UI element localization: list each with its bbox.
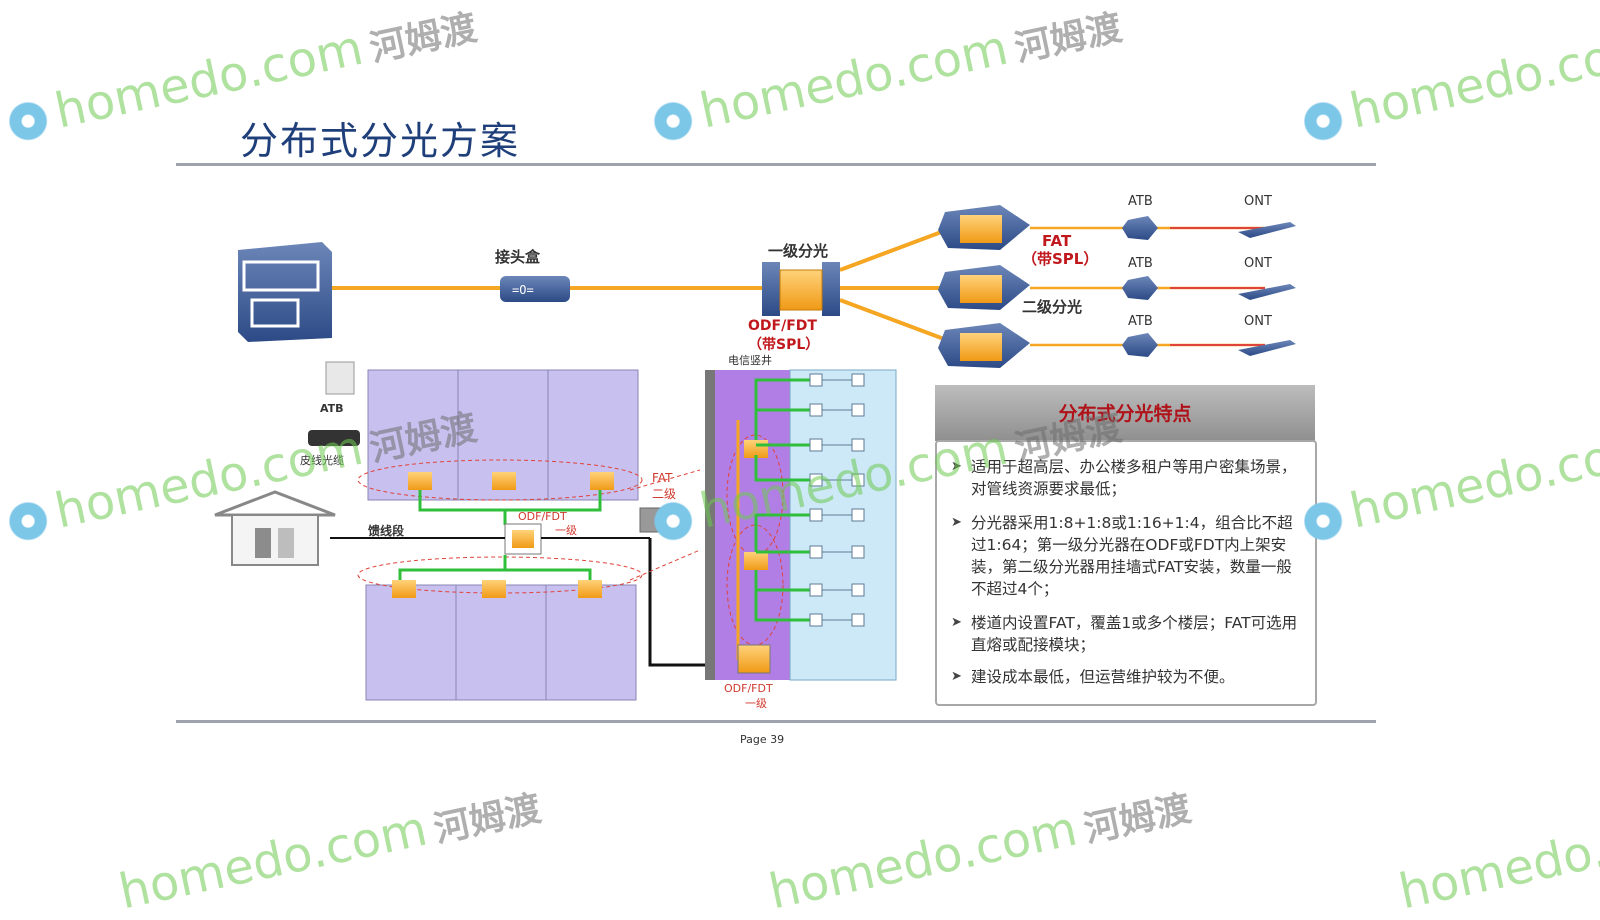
- ont-icon: [1238, 340, 1296, 356]
- odf-fdt-icon: [762, 262, 840, 316]
- atb-label-2: ATB: [1128, 256, 1153, 271]
- splice-box-icon: =O=: [500, 276, 570, 302]
- building-floors-lower: [365, 584, 637, 701]
- fat-icon: [938, 323, 1030, 368]
- flower-logo-icon: [645, 493, 701, 549]
- odf-mid-label-2: 一级: [555, 524, 577, 537]
- network-diagram: =O=: [214, 205, 1296, 701]
- fat-level2-label-1: FAT: [652, 471, 673, 485]
- fat-splitter-icon: [492, 472, 516, 490]
- footer-divider: [176, 720, 1376, 723]
- bullet-arrow-icon: ➤: [951, 669, 962, 684]
- bullet-arrow-icon: ➤: [951, 515, 962, 530]
- splice-box-label: 接头盒: [495, 248, 541, 266]
- bullet-arrow-icon: ➤: [951, 615, 962, 630]
- fat-label-2: （带SPL）: [1022, 250, 1099, 268]
- odf-label-2: （带SPL）: [748, 337, 820, 353]
- flower-logo-icon: [1295, 93, 1351, 149]
- flower-logo-icon: [1295, 493, 1351, 549]
- fat-splitter-icon: [392, 580, 416, 598]
- ont-label-1: ONT: [1244, 194, 1272, 209]
- flower-logo-icon: [0, 493, 56, 549]
- cable-connector-icon: [308, 430, 360, 446]
- atb-icon: [1122, 333, 1158, 357]
- atb-small-icon: [325, 361, 355, 395]
- odf-mid-label-1: ODF/FDT: [518, 510, 567, 523]
- feature-item: ➤ 建设成本最低，但运营维护较为不便。: [951, 668, 1235, 686]
- olt-icon: [238, 242, 332, 342]
- telecom-shaft: [705, 369, 897, 681]
- feature-item: ➤ 楼道内设置FAT，覆盖1或多个楼层；FAT可选用直熔或配接模块；: [951, 614, 1298, 654]
- feature-item: ➤ 适用于超高层、办公楼多租户等用户密集场景，对管线资源要求最低；: [951, 458, 1297, 498]
- bullet-arrow-icon: ➤: [951, 459, 962, 474]
- title-divider: [176, 163, 1376, 166]
- feature-item: ➤ 分光器采用1:8+1:8或1:16+1:4，组合比不超过1:64；第一级分光…: [951, 514, 1293, 598]
- cable-label: 皮线光缆: [300, 454, 344, 467]
- page-number: Page 39: [740, 733, 785, 746]
- telecom-shaft-label: 电信竖井: [728, 354, 772, 367]
- fat-label-1: FAT: [1042, 232, 1072, 250]
- ont-icon: [1238, 222, 1296, 238]
- atb-icon: [1122, 276, 1158, 300]
- svg-text:=O=: =O=: [512, 283, 534, 297]
- house-icon: [214, 490, 336, 566]
- level1-label: 一级分光: [768, 242, 829, 260]
- slide-title: 分布式分光方案: [240, 119, 521, 163]
- fat-splitter-icon: [482, 580, 506, 598]
- level2-label: 二级分光: [1022, 298, 1083, 316]
- feeder-label: 馈线段: [368, 524, 405, 538]
- fat-icon: [938, 265, 1030, 310]
- fat-splitter-icon: [578, 580, 602, 598]
- odf-label-1: ODF/FDT: [748, 318, 817, 334]
- fat-icon: [938, 205, 1030, 250]
- fat-splitter-icon: [408, 472, 432, 490]
- atb-small-label: ATB: [320, 402, 344, 415]
- fat-splitter-icon: [590, 472, 614, 490]
- features-header: 分布式分光特点: [935, 385, 1315, 441]
- flower-logo-icon: [0, 93, 56, 149]
- atb-label-1: ATB: [1128, 194, 1153, 209]
- flower-logo-icon: [645, 93, 701, 149]
- odf-bottom-label-1: ODF/FDT: [724, 682, 773, 695]
- odf-bottom-label-2: 一级: [745, 697, 767, 710]
- atb-label-3: ATB: [1128, 314, 1153, 329]
- features-heading: 分布式分光特点: [1058, 403, 1192, 425]
- ont-label-2: ONT: [1244, 256, 1272, 271]
- ont-icon: [1238, 284, 1296, 300]
- ont-label-3: ONT: [1244, 314, 1272, 329]
- atb-icon: [1122, 216, 1158, 240]
- features-panel: ➤ 适用于超高层、办公楼多租户等用户密集场景，对管线资源要求最低； ➤ 分光器采…: [935, 440, 1317, 706]
